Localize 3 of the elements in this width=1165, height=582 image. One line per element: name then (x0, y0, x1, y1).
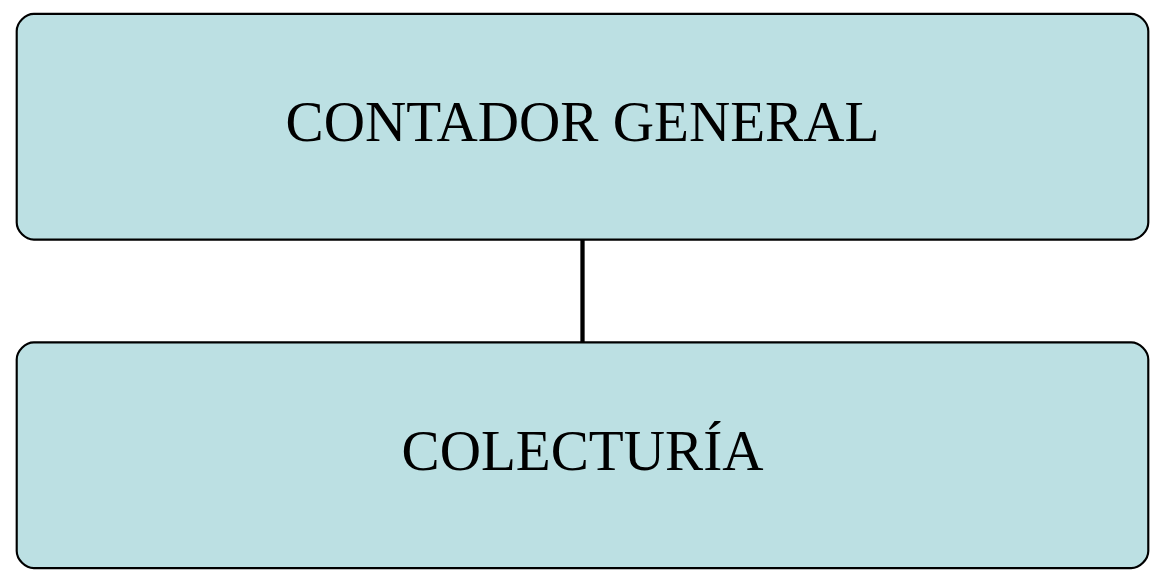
connector (580, 239, 585, 343)
node-box: COLECTURÍA (15, 341, 1150, 570)
node-box: CONTADOR GENERAL (15, 12, 1150, 241)
